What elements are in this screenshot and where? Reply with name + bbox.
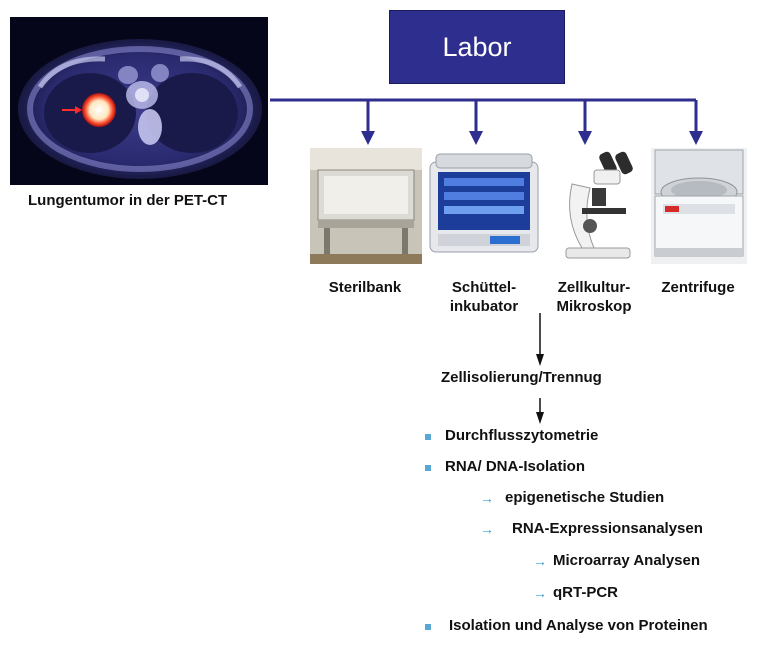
list-item-rna-dna-isolation: RNA/ DNA-Isolation [445, 458, 585, 475]
arrow-right-icon: → [480, 490, 494, 506]
mikroskop-label-line1: Zellkultur- [557, 279, 631, 296]
schuettelinkubator-label: Schüttel- inkubator [436, 278, 532, 316]
schuettelinkubator-label-line1: Schüttel- [451, 279, 517, 296]
list-subsubitem-microarray: Microarray Analysen [553, 552, 701, 569]
pet-ct-caption: Lungentumor in der PET-CT [28, 192, 228, 209]
list-subsubitem-qrt-pcr: qRT-PCR [553, 584, 618, 601]
list-subitem-rna-expressionsanalysen: RNA-Expressionsanalysen [512, 520, 703, 537]
zentrifuge-image [651, 148, 747, 264]
bullet-icon [425, 434, 431, 440]
schuettelinkubator-label-line2: inkubator [449, 298, 519, 315]
pet-ct-image [10, 17, 268, 185]
sterilbank-label: Sterilbank [328, 279, 402, 296]
mikroskop-label-line2: Mikroskop [556, 298, 632, 315]
bullet-icon [425, 624, 431, 630]
zentrifuge-label: Zentrifuge [661, 279, 735, 296]
mikroskop-label: Zellkultur- Mikroskop [544, 278, 644, 316]
arrow-right-icon: → [533, 585, 547, 601]
list-item-durchflusszytometrie: Durchflusszytometrie [445, 427, 599, 444]
list-item-proteine: Isolation und Analyse von Proteinen [449, 617, 708, 634]
sterilbank-image [310, 148, 422, 264]
mikroskop-image [542, 148, 654, 264]
bullet-icon [425, 465, 431, 471]
arrow-right-icon: → [533, 553, 547, 569]
labor-box: Labor [389, 10, 565, 84]
flow-step-label: Zellisolierung/Trennug [441, 369, 602, 386]
list-subitem-epigenetische-studien: epigenetische Studien [505, 489, 665, 506]
labor-label: Labor [442, 31, 512, 62]
arrow-right-icon: → [480, 521, 494, 537]
schuettelinkubator-image [428, 148, 540, 264]
